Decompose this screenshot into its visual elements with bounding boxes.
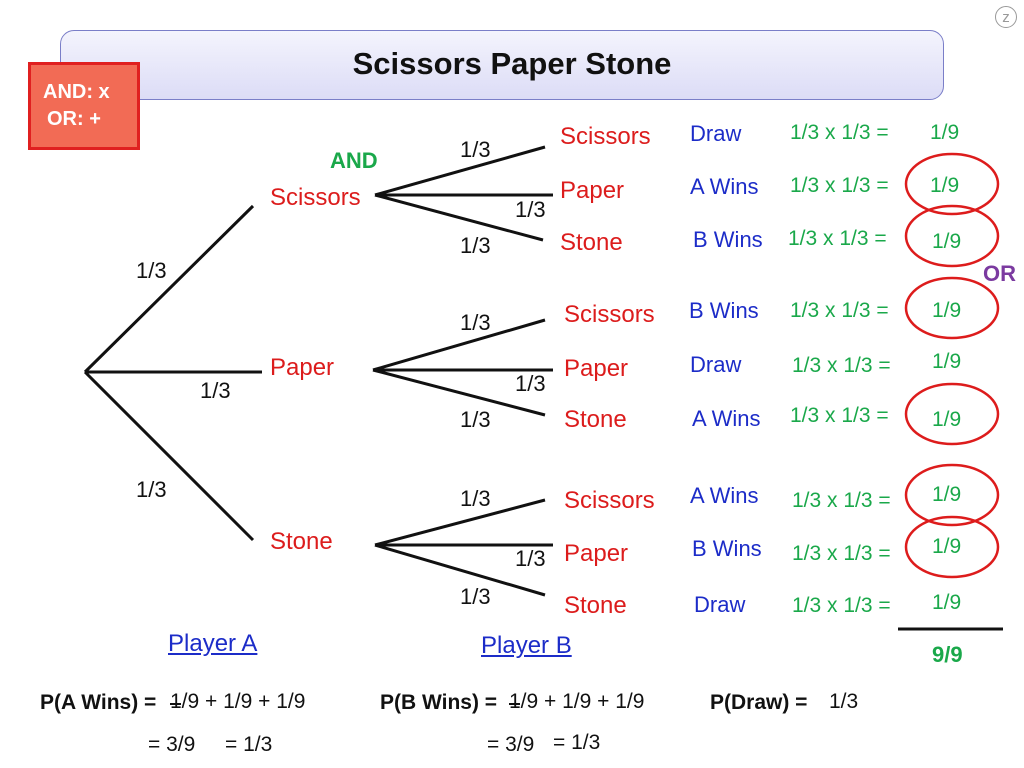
- branch-root-scissors: [83, 204, 255, 374]
- g3-answer-3: 1/9: [932, 591, 962, 614]
- player-a-paper: Paper: [270, 354, 335, 381]
- g1-result-1: Draw: [690, 121, 742, 146]
- rule-and: AND: x: [43, 81, 110, 103]
- branch-g2-scissors: [372, 318, 546, 372]
- g2-answer-2: 1/9: [932, 350, 962, 373]
- pd-label: P(Draw) =: [710, 691, 808, 714]
- branch-g2-stone: [372, 368, 546, 417]
- player-a-scissors: Scissors: [270, 184, 361, 211]
- g1-prob-scissors: 1/3: [460, 137, 491, 162]
- g3-prob-paper: 1/3: [515, 546, 546, 571]
- branch-root-stone: [83, 370, 255, 542]
- player-a-label: Player A: [168, 630, 258, 657]
- pb-result-2: = 1/3: [553, 731, 601, 754]
- player-b-label: Player B: [481, 632, 572, 659]
- g1-prob-paper: 1/3: [515, 197, 546, 222]
- g3-choice-scissors: Scissors: [564, 487, 655, 514]
- g2-prob-scissors: 1/3: [460, 310, 491, 335]
- g2-result-2: Draw: [690, 352, 742, 377]
- circle-a-wins-3: [904, 463, 1000, 527]
- branch-g3-scissors: [374, 498, 546, 547]
- g2-choice-paper: Paper: [564, 355, 629, 382]
- g1-calc-2: 1/3 x 1/3 =: [790, 174, 889, 197]
- circle-a-wins-1: [904, 152, 1000, 216]
- branch-g1-stone: [374, 193, 544, 242]
- g2-calc-3: 1/3 x 1/3 =: [790, 404, 889, 427]
- circle-b-wins-3: [904, 515, 1000, 579]
- title-banner: [60, 30, 944, 100]
- g3-choice-paper: Paper: [564, 540, 629, 567]
- pb-label: P(B Wins) =: [380, 691, 498, 714]
- or-label: OR: [983, 261, 1016, 286]
- circle-b-wins-1: [904, 204, 1000, 268]
- pb-result-1: = 3/9: [487, 733, 535, 756]
- branch-g3-stone: [374, 543, 546, 597]
- g2-answer-1: 1/9: [932, 299, 962, 322]
- total-value: 9/9: [932, 642, 963, 667]
- g2-choice-stone: Stone: [564, 406, 627, 433]
- pa-result-1: = 3/9: [148, 733, 196, 756]
- branch-g1-scissors: [374, 145, 546, 197]
- zoom-icon[interactable]: z: [995, 6, 1017, 28]
- pa-result-2: = 1/3: [225, 733, 273, 756]
- g1-calc-3: 1/3 x 1/3 =: [788, 227, 887, 250]
- g3-calc-1: 1/3 x 1/3 =: [792, 489, 891, 512]
- prob-root-stone: 1/3: [136, 477, 167, 502]
- g1-result-3: B Wins: [693, 227, 763, 252]
- player-a-stone: Stone: [270, 528, 333, 555]
- g3-prob-scissors: 1/3: [460, 486, 491, 511]
- g2-prob-paper: 1/3: [515, 371, 546, 396]
- rule-box: AND: x OR: +: [28, 62, 140, 150]
- g3-answer-1: 1/9: [932, 483, 962, 506]
- rule-or: OR: +: [47, 108, 101, 130]
- g2-answer-3: 1/9: [932, 408, 962, 431]
- pa-sum: 1/9 + 1/9 + 1/9: [170, 690, 306, 713]
- g2-result-1: B Wins: [689, 298, 759, 323]
- g1-choice-paper: Paper: [560, 177, 625, 204]
- g2-result-3: A Wins: [692, 406, 761, 431]
- g2-prob-stone: 1/3: [460, 407, 491, 432]
- g1-choice-scissors: Scissors: [560, 123, 651, 150]
- g3-result-2: B Wins: [692, 536, 762, 561]
- prob-root-paper: 1/3: [200, 378, 231, 403]
- g1-answer-3: 1/9: [932, 230, 962, 253]
- g3-choice-stone: Stone: [564, 592, 627, 619]
- prob-root-scissors: 1/3: [136, 258, 167, 283]
- g2-choice-scissors: Scissors: [564, 301, 655, 328]
- and-label: AND: [330, 148, 378, 173]
- g2-calc-2: 1/3 x 1/3 =: [792, 354, 891, 377]
- g3-calc-3: 1/3 x 1/3 =: [792, 594, 891, 617]
- pb-sum: 1/9 + 1/9 + 1/9: [509, 690, 645, 713]
- g2-calc-1: 1/3 x 1/3 =: [790, 299, 889, 322]
- pa-label: P(A Wins) =: [40, 691, 157, 714]
- g1-choice-stone: Stone: [560, 229, 623, 256]
- page-title: Scissors Paper Stone: [352, 46, 672, 81]
- g1-result-2: A Wins: [690, 174, 759, 199]
- circle-b-wins-2: [904, 276, 1000, 340]
- g1-calc-1: 1/3 x 1/3 =: [790, 121, 889, 144]
- g3-prob-stone: 1/3: [460, 584, 491, 609]
- pd-value: 1/3: [829, 690, 859, 713]
- g3-result-1: A Wins: [690, 483, 759, 508]
- g1-prob-stone: 1/3: [460, 233, 491, 258]
- g1-answer-1: 1/9: [930, 121, 960, 144]
- g1-answer-2: 1/9: [930, 174, 960, 197]
- circle-a-wins-2: [904, 382, 1000, 446]
- g3-answer-2: 1/9: [932, 535, 962, 558]
- g3-calc-2: 1/3 x 1/3 =: [792, 542, 891, 565]
- g3-result-3: Draw: [694, 592, 746, 617]
